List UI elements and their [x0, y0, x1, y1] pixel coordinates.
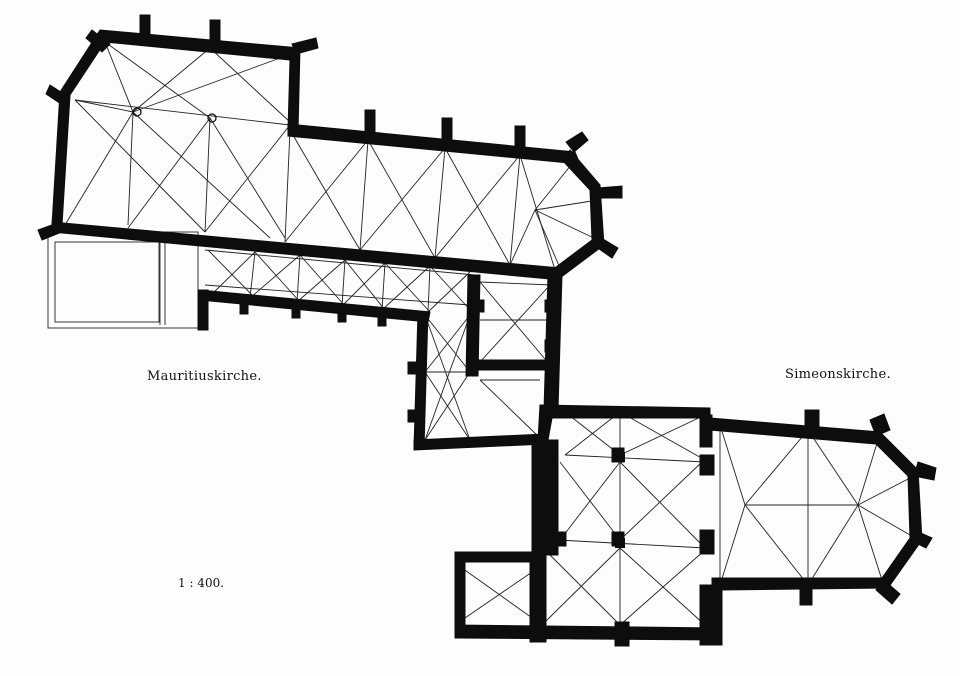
mauritius-west-vaults [64, 41, 291, 239]
piers [132, 107, 217, 123]
scale-label: 1 : 400. [178, 576, 225, 590]
walls [37, 14, 937, 647]
mauritius-aisle-vaults [204, 249, 476, 313]
pier-blocks [615, 452, 625, 548]
mauritius-garth [47, 231, 199, 329]
mauritius-nave-vaults [284, 129, 599, 271]
simeonskirche-label: Simeonskirche. [785, 367, 891, 382]
mauritiuskirche-label: Mauritiuskirche. [147, 369, 262, 384]
